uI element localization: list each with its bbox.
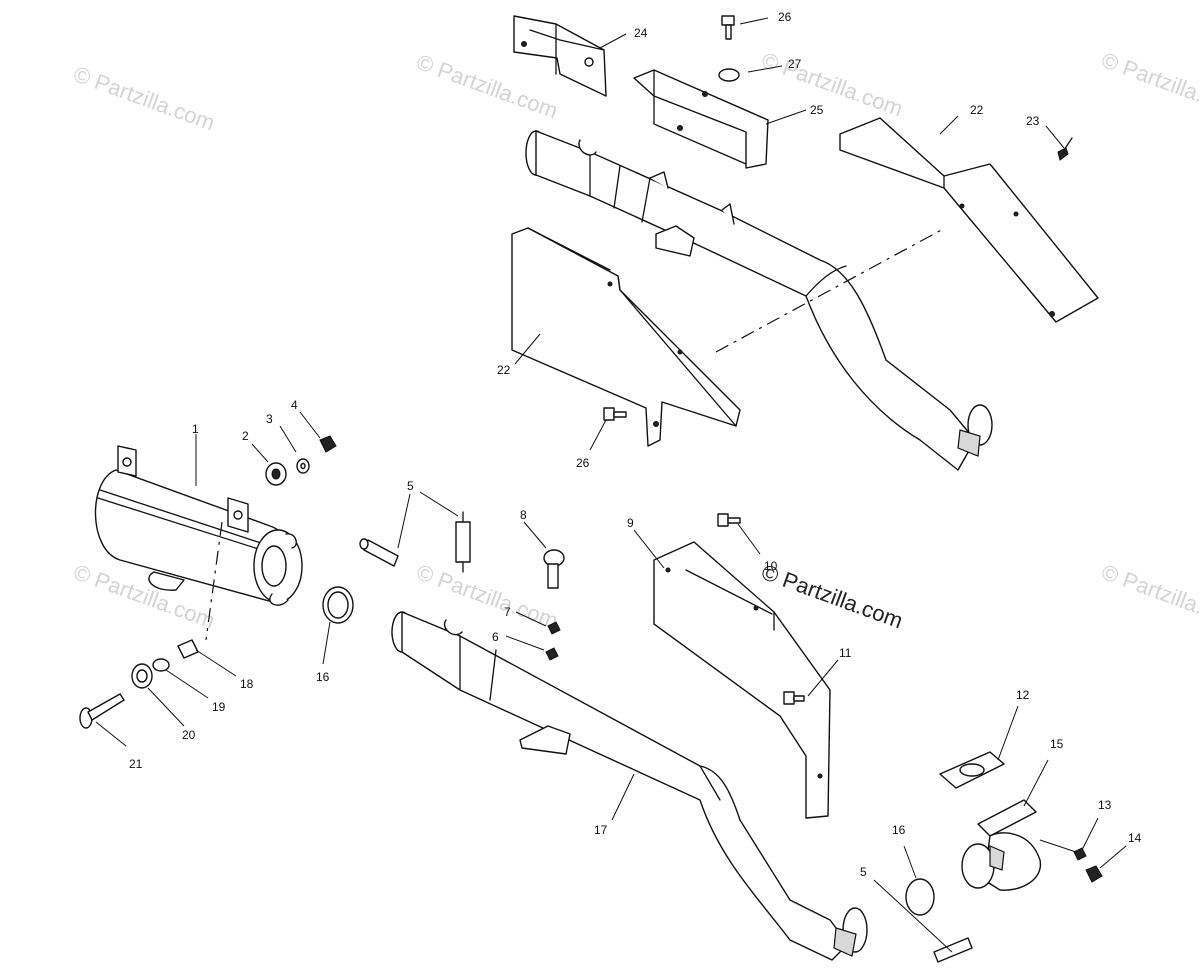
part-26-bolt-top	[721, 15, 735, 40]
callout-25: 25	[810, 103, 824, 117]
callout-9: 9	[627, 516, 634, 530]
part-23-pin	[1057, 137, 1073, 161]
part-5-spring-b	[455, 511, 471, 573]
callout-5-lower: 5	[860, 865, 867, 879]
part-18-bushing	[177, 639, 199, 659]
callout-15: 15	[1050, 737, 1064, 751]
callout-22-upper: 22	[970, 103, 984, 117]
part-27-washer	[718, 68, 740, 82]
part-2-grommet	[265, 462, 287, 486]
callout-5-upper: 5	[407, 479, 414, 493]
part-16-seal-left	[322, 586, 354, 624]
part-16-seal-right	[905, 878, 935, 916]
callout-8: 8	[520, 508, 527, 522]
callout-18: 18	[240, 677, 254, 691]
part-22-heat-shield-lower	[511, 227, 741, 447]
callout-1: 1	[192, 422, 199, 436]
callout-3: 3	[266, 412, 273, 426]
part-1-muffler	[94, 445, 303, 606]
part-3-washer	[296, 458, 310, 474]
part-7-nut	[547, 621, 561, 635]
callout-16-left: 16	[316, 670, 330, 684]
watermark: © Partzilla.com	[1098, 559, 1200, 633]
part-12-gasket	[939, 751, 1005, 789]
callout-6: 6	[492, 630, 499, 644]
watermark: © Partzilla.com	[758, 47, 906, 121]
part-13-nut	[1073, 847, 1087, 861]
callout-labels: 1 2 3 4 5 6 7 8 9 10 11 12 13 14 15 16 1…	[129, 10, 1142, 879]
part-5-spring-a	[359, 538, 399, 567]
callout-27: 27	[788, 57, 802, 71]
callout-21: 21	[129, 757, 143, 771]
part-26-bolt-mid	[603, 407, 627, 421]
callout-19: 19	[212, 700, 226, 714]
callout-17: 17	[594, 823, 608, 837]
upper-exhaust-pipe	[525, 130, 993, 471]
callout-11: 11	[839, 646, 852, 660]
callout-12: 12	[1016, 688, 1030, 702]
callout-26-top: 26	[778, 10, 792, 24]
part-24-bracket	[513, 15, 607, 97]
callout-13: 13	[1098, 798, 1112, 812]
part-22-heat-shield-upper	[839, 117, 1099, 323]
part-19-washer	[152, 658, 170, 672]
part-10-bolt	[717, 513, 741, 527]
callout-20: 20	[182, 728, 196, 742]
callout-2: 2	[242, 429, 249, 443]
muffler-centerline	[205, 521, 223, 641]
callout-24: 24	[634, 26, 648, 40]
watermark: © Partzilla.com	[413, 49, 561, 123]
part-9-heat-shield	[653, 541, 831, 819]
watermark: © Partzilla.com	[1098, 47, 1200, 121]
part-20-grommet	[131, 663, 153, 689]
leader-lines	[95, 17, 1127, 953]
callout-10: 10	[764, 559, 778, 573]
part-6-nut	[545, 647, 559, 661]
callout-23: 23	[1026, 114, 1040, 128]
callout-22-lower: 22	[497, 363, 511, 377]
part-17-exhaust-pipe	[391, 611, 868, 961]
callout-4: 4	[291, 398, 298, 412]
part-5-spring-c	[933, 937, 973, 963]
part-11-bolt	[783, 691, 805, 705]
part-4-nut	[319, 435, 337, 453]
callout-7: 7	[504, 605, 511, 619]
part-15-elbow	[961, 799, 1042, 891]
callout-26-mid: 26	[576, 456, 590, 470]
part-25-bracket	[633, 69, 769, 169]
part-21-pin	[79, 693, 125, 729]
callout-16-right: 16	[892, 823, 906, 837]
callout-14: 14	[1128, 831, 1142, 845]
watermark: © Partzilla.com	[70, 61, 218, 135]
part-8-knob	[543, 549, 565, 589]
part-14-nut	[1085, 865, 1103, 883]
